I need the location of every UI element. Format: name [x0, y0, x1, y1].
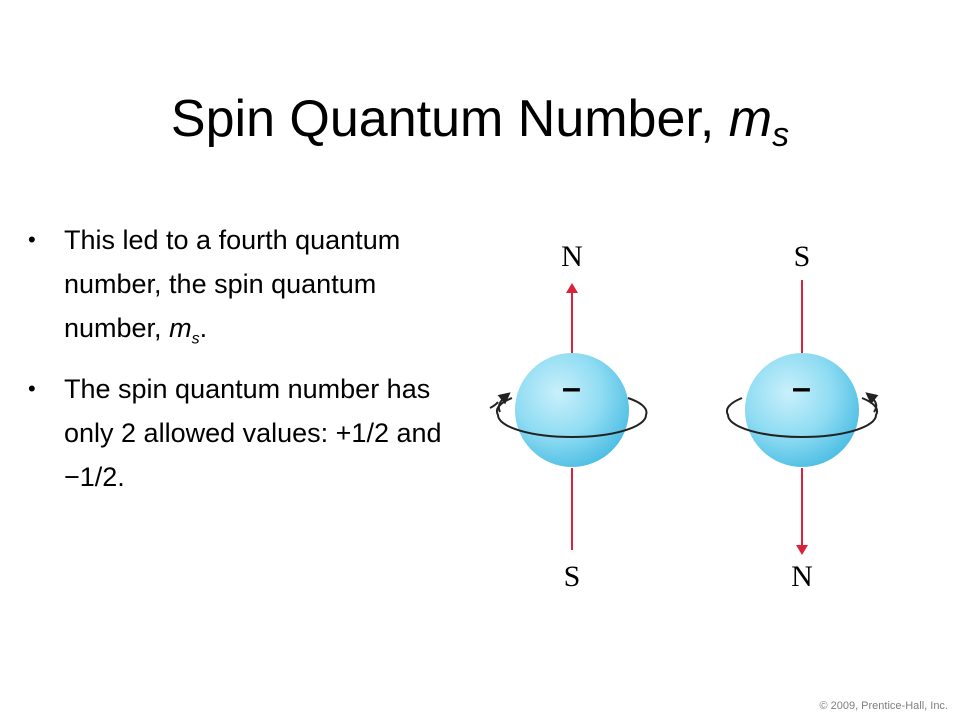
- left-electron-sphere: [515, 353, 629, 467]
- bullet-2-text: The spin quantum number has only 2 allow…: [64, 374, 442, 493]
- bullet-1-suffix: .: [199, 313, 208, 343]
- right-electron-sphere: [745, 353, 859, 467]
- bullet-dot-icon: •: [28, 227, 36, 252]
- title-symbol: m: [728, 89, 773, 148]
- copyright-notice: © 2009, Prentice-Hall, Inc.: [819, 700, 948, 712]
- bullet-dot-icon: •: [28, 376, 36, 402]
- bullet-1-text: This led to a fourth quantum number, the…: [64, 225, 401, 343]
- right-electron: – S N: [725, 240, 879, 593]
- left-charge-sign: –: [562, 369, 581, 407]
- left-electron: – N S: [489, 240, 648, 593]
- bullet-list: • This led to a fourth quantum number, t…: [28, 218, 473, 505]
- left-top-pole-label: N: [561, 240, 583, 273]
- left-rotation-front: [495, 397, 648, 438]
- right-rotation-arrow-icon: [865, 392, 879, 413]
- bullet-1-subscript: s: [191, 330, 200, 348]
- bullet-1-symbol: m: [169, 313, 192, 343]
- bullet-item-1: • This led to a fourth quantum number, t…: [28, 218, 473, 361]
- left-rotation-arrow-icon: [497, 392, 511, 413]
- title-subscript: s: [772, 115, 790, 154]
- electron-spin-diagram: – N S – S N: [489, 240, 879, 593]
- left-bottom-pole-label: S: [564, 560, 581, 593]
- right-bottom-pole-label: N: [791, 560, 813, 593]
- left-rotation-back: [489, 401, 499, 409]
- bullet-item-2: • The spin quantum number has only 2 all…: [28, 367, 473, 499]
- title-text: Spin Quantum Number,: [170, 89, 729, 148]
- right-rotation-front: [725, 397, 879, 438]
- right-top-pole-label: S: [794, 240, 811, 273]
- slide-title: Spin Quantum Number, ms: [0, 87, 960, 157]
- right-charge-sign: –: [792, 369, 811, 407]
